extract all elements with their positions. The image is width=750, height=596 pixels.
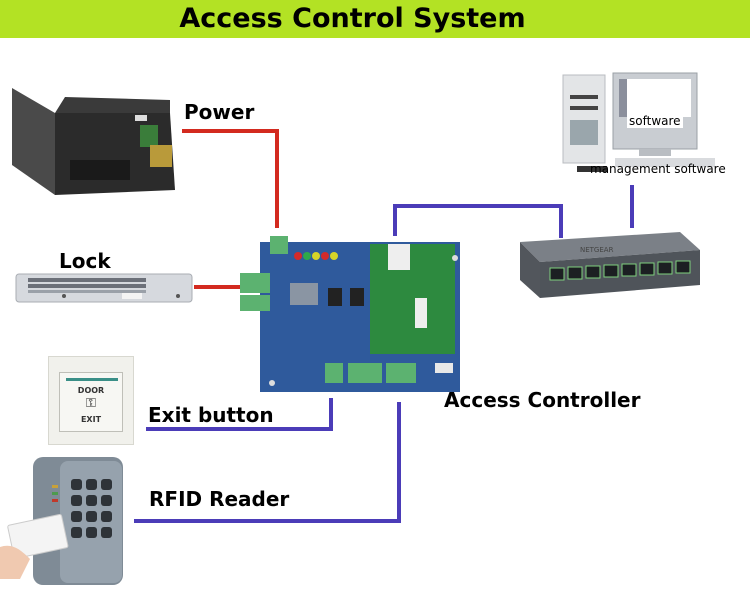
power-supply-box xyxy=(12,88,175,195)
exit-button-plate: DOOR ⚿ EXIT xyxy=(59,372,123,432)
lock-label: Lock xyxy=(59,249,111,273)
computer xyxy=(562,72,715,172)
power-label: Power xyxy=(184,100,255,124)
exit-button-wire xyxy=(146,398,333,431)
software-screen-label: software xyxy=(627,114,683,128)
exit-button-door-text: DOOR xyxy=(77,386,105,395)
title-banner: Access Control System xyxy=(0,0,750,38)
exit-button-label: Exit button xyxy=(148,403,274,427)
access-controller-label: Access Controller xyxy=(444,388,641,412)
switch-brand: NETGEAR xyxy=(580,246,614,254)
rfid-wire xyxy=(134,402,401,523)
management-software-label: management software xyxy=(590,162,726,176)
network-switch: NETGEAR xyxy=(520,232,700,298)
rfid-reader-label: RFID Reader xyxy=(149,487,290,511)
diagram-title: Access Control System xyxy=(179,3,526,34)
exit-button-exit-text: EXIT xyxy=(80,415,102,424)
network-wire xyxy=(393,204,563,238)
rfid-reader-device xyxy=(0,457,123,585)
magnetic-lock xyxy=(15,273,193,303)
exit-button-device: DOOR ⚿ EXIT xyxy=(48,356,134,445)
power-wire xyxy=(182,129,279,228)
key-icon: ⚿ xyxy=(86,396,96,411)
access-controller-board xyxy=(240,236,460,392)
